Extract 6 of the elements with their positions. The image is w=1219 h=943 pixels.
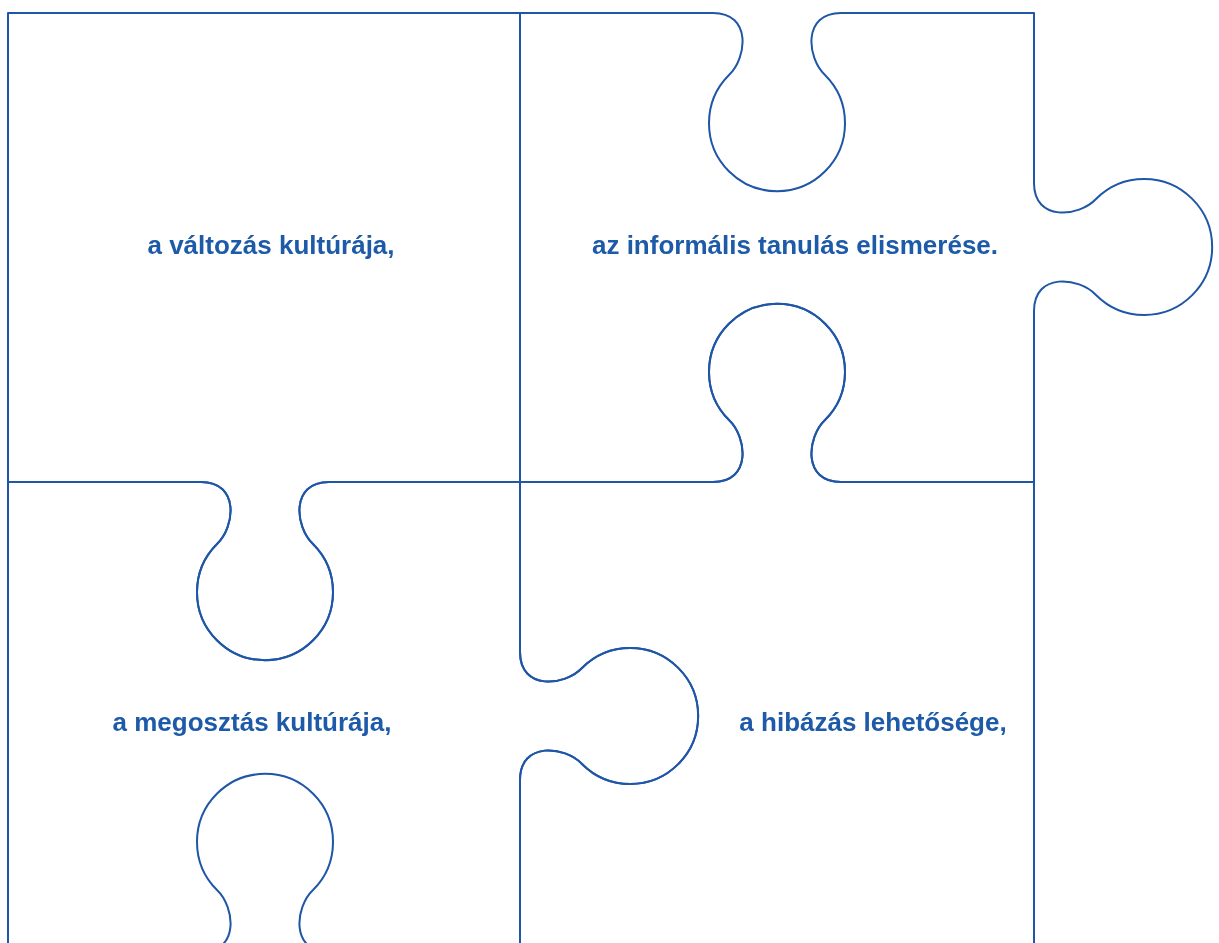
puzzle-piece bbox=[518, 11, 1215, 484]
piece-label: a hibázás lehetősége, bbox=[739, 705, 1007, 739]
piece-label: az informális tanulás elismerése. bbox=[591, 228, 999, 262]
puzzle-piece bbox=[518, 301, 1036, 943]
piece-label: a megosztás kultúrája, bbox=[112, 705, 392, 739]
piece-label: a változás kultúrája, bbox=[147, 228, 395, 262]
